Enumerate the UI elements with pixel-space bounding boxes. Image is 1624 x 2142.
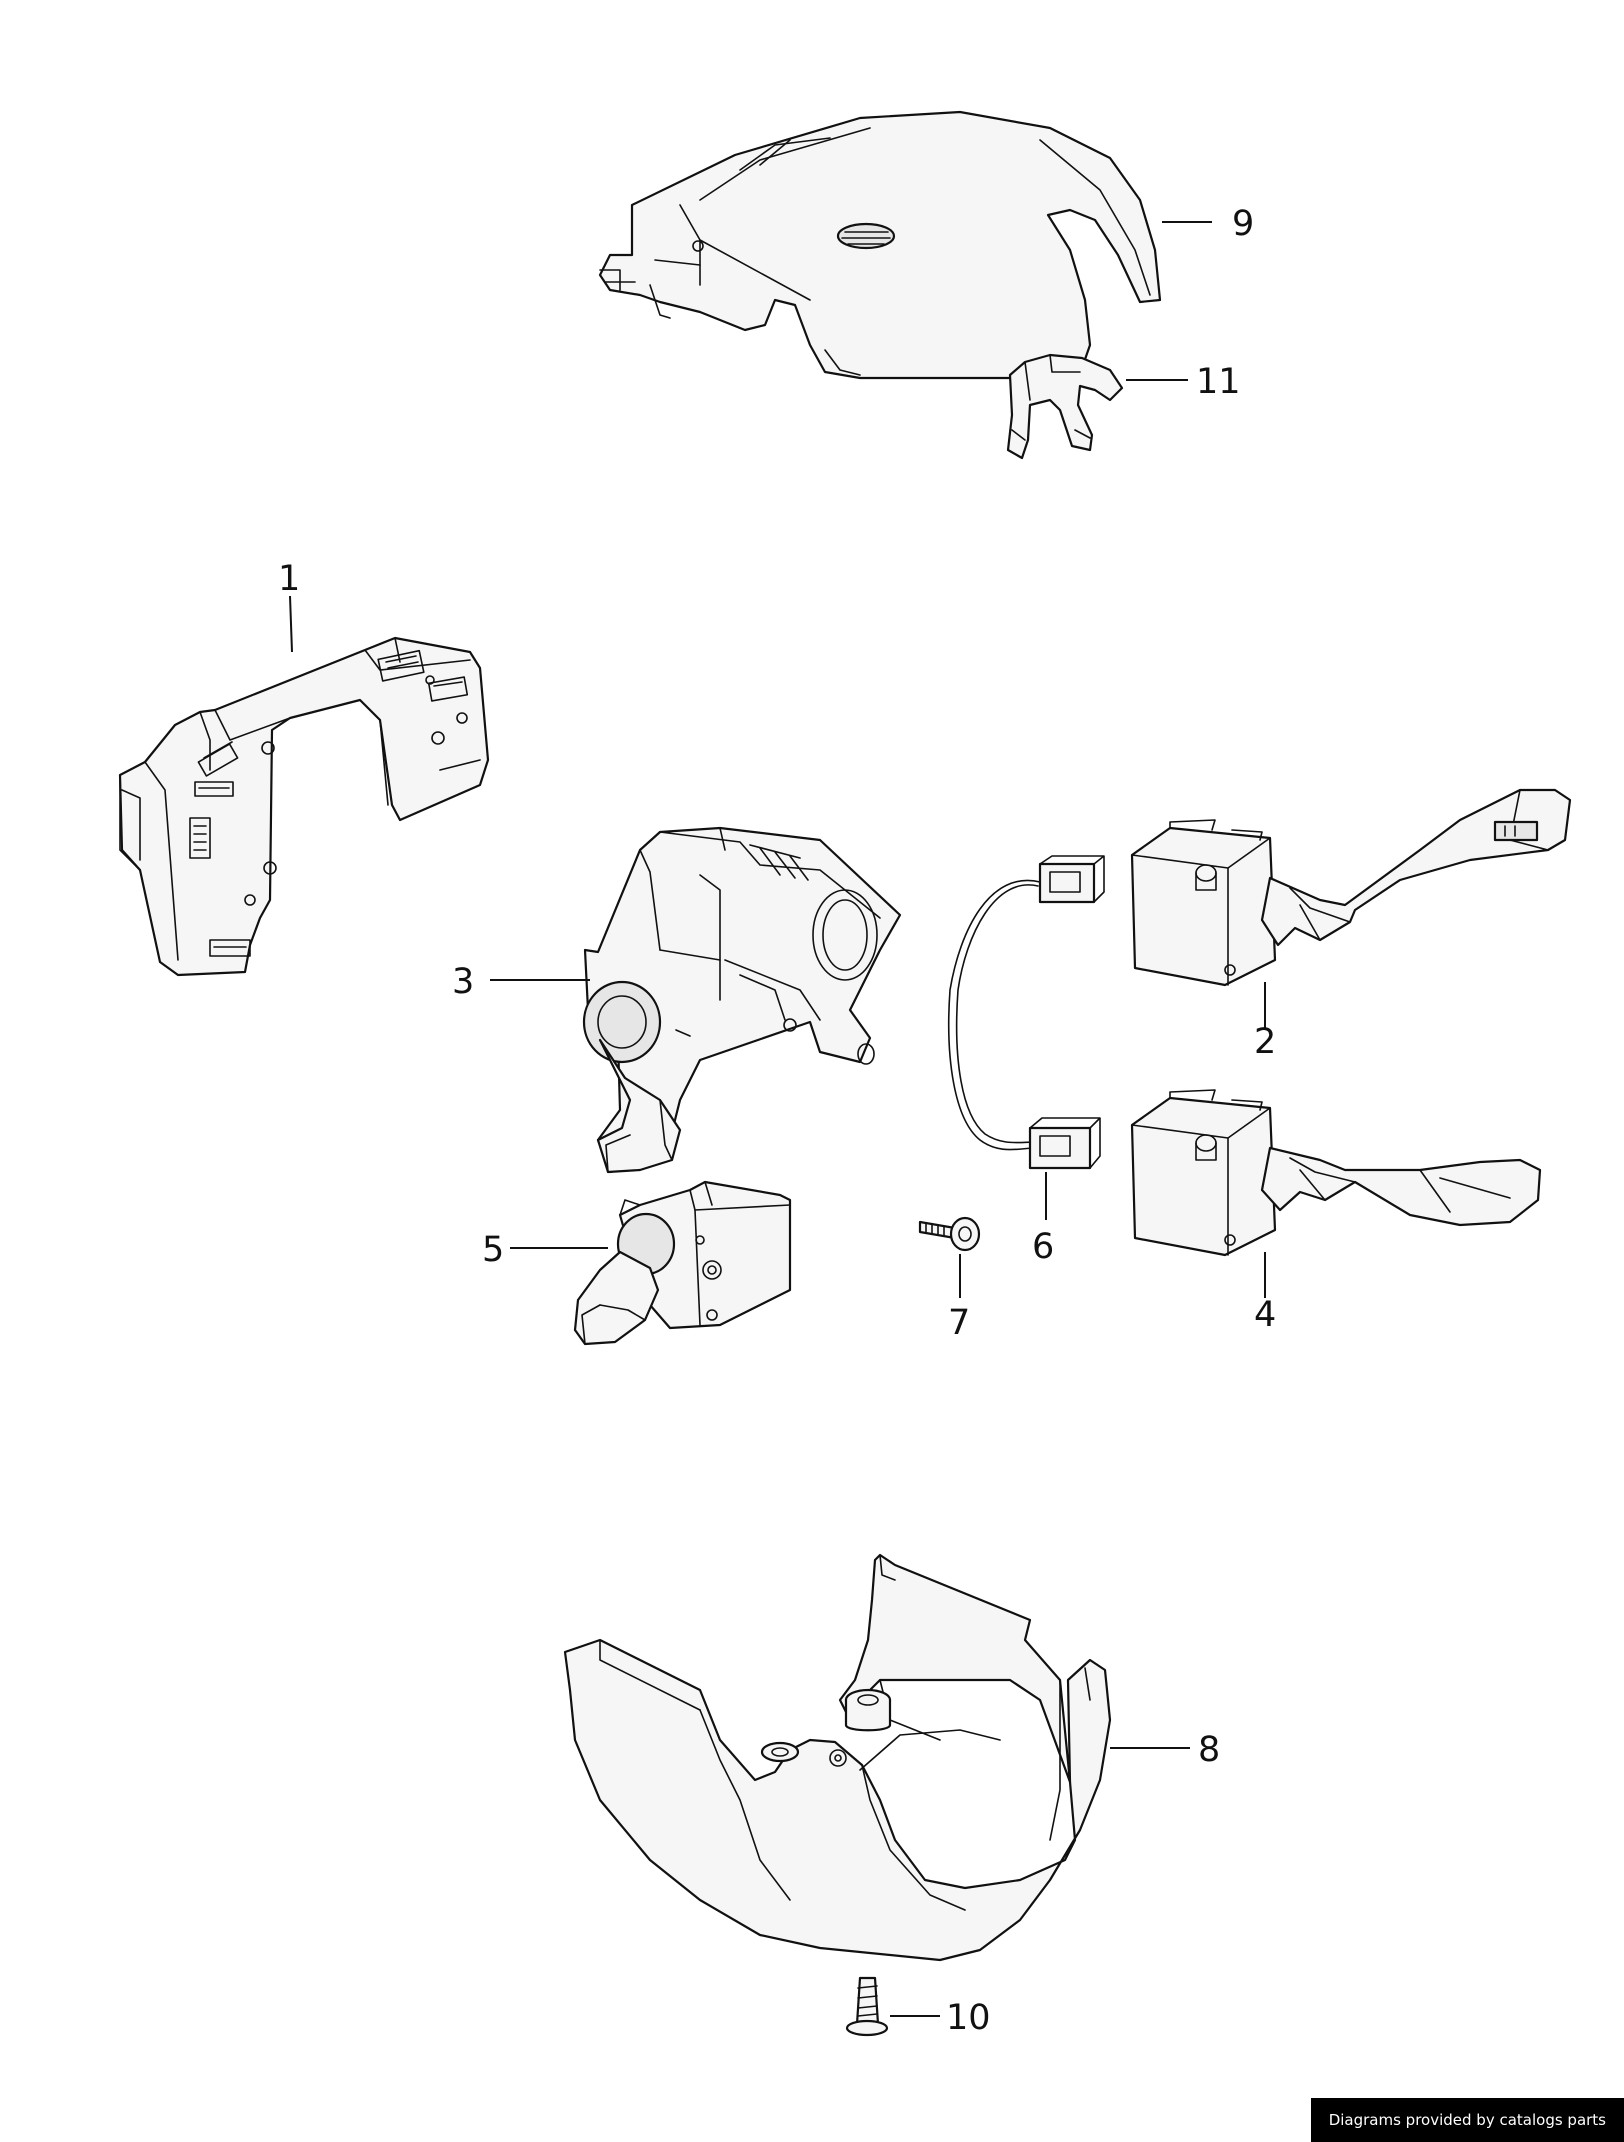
- callout-7: 7: [948, 1303, 970, 1343]
- callout-6: 6: [1032, 1227, 1054, 1267]
- callout-10: 10: [946, 1998, 991, 2038]
- callout-1: 1: [278, 559, 300, 599]
- callout-9: 9: [1232, 204, 1254, 244]
- part-11-trim-bracket[interactable]: [1006, 353, 1124, 460]
- callout-5: 5: [482, 1230, 504, 1270]
- credit-footer: Diagrams provided by catalogs parts: [1310, 2098, 1624, 2142]
- part-2-combination-switch[interactable]: [1130, 788, 1572, 987]
- part-3-lock-housing[interactable]: [582, 826, 902, 1174]
- cable-plug-top: [1038, 862, 1096, 904]
- part-8-lower-shroud[interactable]: [563, 1553, 1112, 1962]
- part-1-switch-carrier[interactable]: [118, 636, 490, 977]
- part-5-lever-switch[interactable]: [573, 1180, 792, 1346]
- part-6-connection-cable[interactable]: [947, 855, 1105, 1170]
- callout-8: 8: [1198, 1730, 1220, 1770]
- part-4-combination-switch[interactable]: [1130, 1089, 1542, 1257]
- grille-icon: [836, 222, 896, 250]
- part-10-screw[interactable]: [845, 1976, 889, 2037]
- cable-plug-bottom: [1028, 1126, 1092, 1170]
- callout-2: 2: [1254, 1022, 1276, 1062]
- switch-button-icon: [1493, 820, 1539, 842]
- callout-4: 4: [1254, 1295, 1276, 1335]
- callout-3: 3: [452, 962, 474, 1002]
- leader-1: [289, 595, 293, 653]
- part-7-screw[interactable]: [918, 1216, 981, 1252]
- callout-11: 11: [1196, 362, 1241, 402]
- part-9-upper-shroud[interactable]: [598, 110, 1162, 380]
